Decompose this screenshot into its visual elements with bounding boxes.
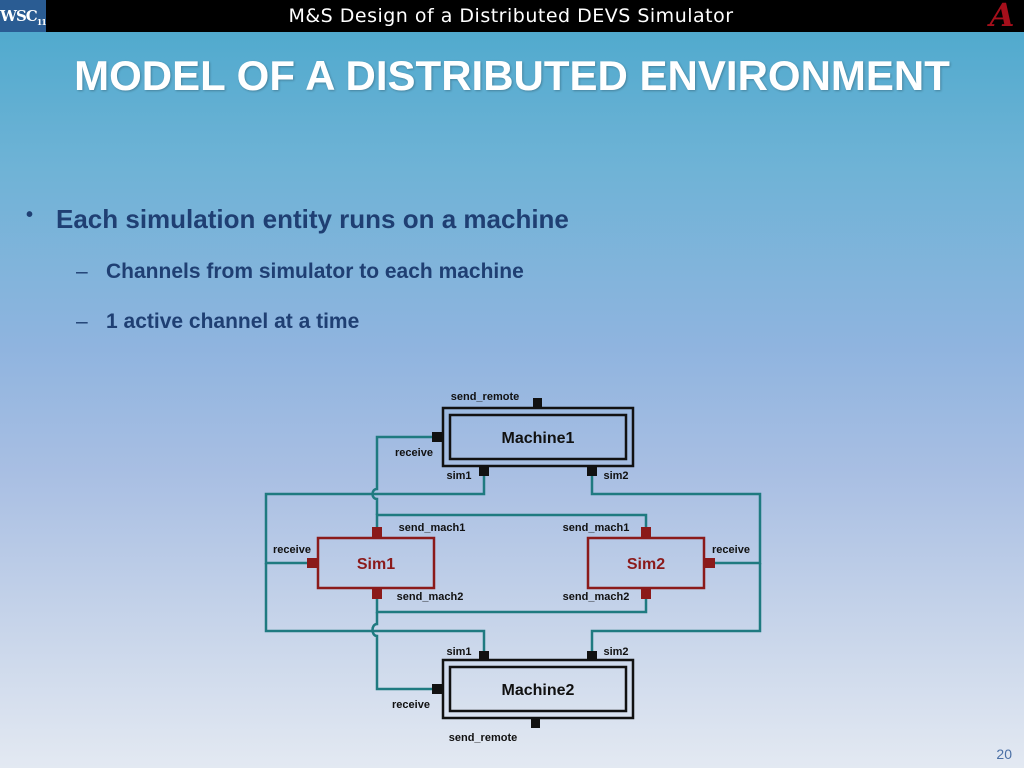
machine2-sim1-label: sim1: [446, 646, 471, 658]
machine2-label: Machine2: [502, 682, 575, 699]
header-bar: WSC11 M&S Design of a Distributed DEVS S…: [0, 0, 1024, 32]
wsc-logo-text: WSC: [0, 7, 38, 25]
dash-icon: –: [76, 260, 88, 283]
machine1-block: Machine1 send_remote receive sim1 sim2: [395, 391, 635, 482]
port-receive-icon: [432, 684, 442, 694]
link-send-mach1: [375, 513, 648, 529]
subbullet-text: 1 active channel at a time: [106, 310, 360, 333]
wsc-logo-sub: 11: [36, 17, 47, 27]
alabama-logo: A: [989, 0, 1015, 34]
sim2-send-mach2-label: send_mach2: [563, 591, 630, 603]
dash-icon: –: [76, 310, 88, 333]
port-send-mach1-icon: [372, 527, 382, 537]
sim2-label: Sim2: [627, 556, 665, 573]
port-send-mach2-icon: [372, 589, 382, 599]
link-send-mach1-up: [371, 435, 432, 515]
sim1-send-mach1-label: send_mach1: [399, 522, 466, 534]
subbullet-text: Channels from simulator to each machine: [106, 260, 524, 283]
machine1-send-remote-label: send_remote: [451, 391, 519, 403]
machine1-sim2-label: sim2: [603, 470, 628, 482]
port-sim1-icon: [479, 467, 489, 476]
machine2-receive-label: receive: [392, 699, 430, 711]
header-title: M&S Design of a Distributed DEVS Simulat…: [288, 5, 734, 27]
sim1-block: Sim1 receive send_mach1 send_mach2: [273, 522, 465, 603]
machine2-block: Machine2 sim1 sim2 receive send_remote: [392, 646, 635, 744]
port-send-remote-icon: [531, 719, 540, 728]
machine1-receive-label: receive: [395, 447, 433, 459]
port-sim2-icon: [587, 651, 597, 660]
link-machine1-sim2: [590, 475, 762, 565]
sim1-label: Sim1: [357, 556, 395, 573]
port-receive-icon: [705, 558, 715, 568]
machine2-send-remote-label: send_remote: [449, 732, 517, 744]
machine1-sim1-label: sim1: [446, 470, 471, 482]
port-receive-icon: [432, 432, 442, 442]
sim2-receive-label: receive: [712, 544, 750, 556]
sim1-send-mach2-label: send_mach2: [397, 591, 464, 603]
port-send-mach1-icon: [641, 527, 651, 537]
link-machine2-sim1: [264, 563, 486, 652]
subbullet-item: –Channels from simulator to each machine: [76, 260, 524, 284]
port-sim2-icon: [587, 467, 597, 476]
port-sim1-icon: [479, 651, 489, 660]
machine1-label: Machine1: [502, 430, 575, 447]
machine2-sim2-label: sim2: [603, 646, 628, 658]
bullet-dot-icon: •: [26, 204, 34, 226]
slide-number: 20: [996, 746, 1012, 762]
port-send-mach2-icon: [641, 589, 651, 599]
link-send-mach2: [375, 597, 648, 614]
subbullet-item: –1 active channel at a time: [76, 310, 359, 334]
connection-lines: [264, 435, 762, 691]
link-machine1-sim1: [264, 475, 486, 565]
sim2-send-mach1-label: send_mach1: [563, 522, 630, 534]
link-machine2-sim2: [590, 563, 762, 652]
slide-title: MODEL OF A DISTRIBUTED ENVIRONMENT: [74, 52, 950, 99]
port-send-remote-icon: [533, 398, 542, 407]
sim1-receive-label: receive: [273, 544, 311, 556]
port-receive-icon: [307, 558, 317, 568]
wsc-logo: WSC11: [0, 0, 47, 32]
sim2-block: Sim2 receive send_mach1 send_mach2: [563, 522, 750, 603]
bullet-text: Each simulation entity runs on a machine: [56, 204, 569, 234]
link-send-mach2-down: [371, 612, 432, 691]
